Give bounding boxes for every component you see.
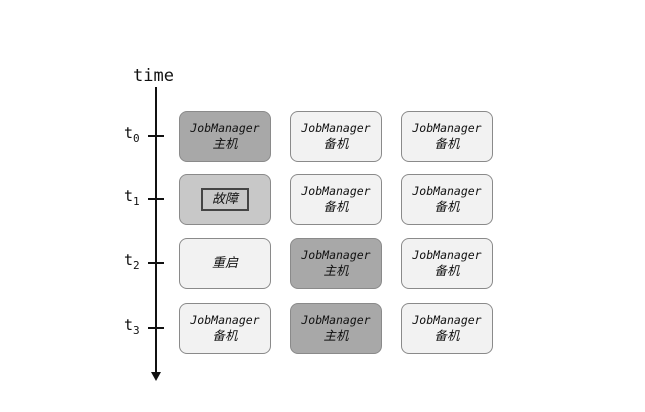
node-name: JobManager xyxy=(412,184,482,198)
node-name: JobManager xyxy=(301,121,371,135)
tick-label: t2 xyxy=(124,251,140,272)
jobmanager-node-box: 重启 xyxy=(179,237,271,289)
tick-mark xyxy=(148,262,164,264)
node-status-failure: 故障 xyxy=(200,187,249,211)
tick-label-base: t xyxy=(124,187,134,205)
node-role: 主机 xyxy=(323,263,349,278)
node-role: 备机 xyxy=(323,136,349,151)
node-status-restart: 重启 xyxy=(211,255,238,271)
tick-label: t3 xyxy=(124,316,140,337)
time-axis-line xyxy=(155,87,157,373)
tick-label-base: t xyxy=(124,124,134,142)
time-axis-arrow-icon xyxy=(151,372,161,381)
node-role: 备机 xyxy=(323,199,349,214)
node-name: JobManager xyxy=(301,184,371,198)
tick-label: t1 xyxy=(124,187,140,208)
node-role: 备机 xyxy=(434,263,460,278)
node-name: JobManager xyxy=(301,313,371,327)
node-name: JobManager xyxy=(412,121,482,135)
tick-mark xyxy=(148,198,164,200)
tick-label-subscript: 1 xyxy=(133,195,140,208)
tick-mark xyxy=(148,327,164,329)
tick-label-subscript: 0 xyxy=(133,132,140,145)
node-role: 主机 xyxy=(212,136,238,151)
jobmanager-node-box: 故障 xyxy=(179,173,271,225)
node-name: JobManager xyxy=(190,313,260,327)
tick-label-subscript: 3 xyxy=(133,324,140,337)
tick-label-base: t xyxy=(124,316,134,334)
tick-label-base: t xyxy=(124,251,134,269)
time-axis-label: time xyxy=(133,66,174,86)
node-name: JobManager xyxy=(301,248,371,262)
node-role: 备机 xyxy=(434,328,460,343)
node-role: 备机 xyxy=(212,328,238,343)
node-name: JobManager xyxy=(412,248,482,262)
node-role: 备机 xyxy=(434,136,460,151)
node-name: JobManager xyxy=(412,313,482,327)
node-name: JobManager xyxy=(190,121,260,135)
tick-label: t0 xyxy=(124,124,140,145)
tick-label-subscript: 2 xyxy=(133,259,140,272)
tick-mark xyxy=(148,135,164,137)
node-role: 备机 xyxy=(434,199,460,214)
node-role: 主机 xyxy=(323,328,349,343)
